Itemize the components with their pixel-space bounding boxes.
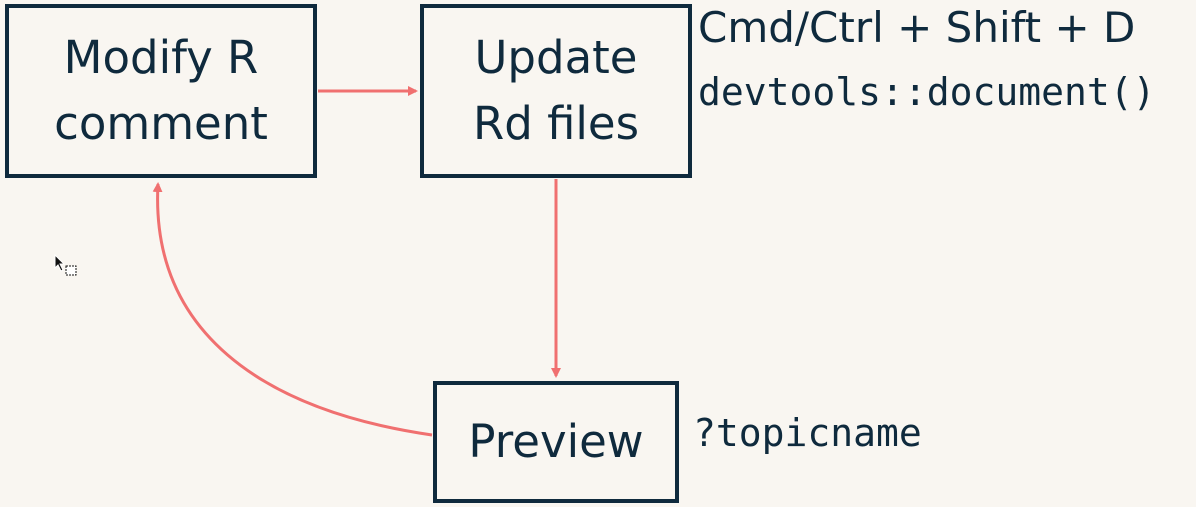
- modify-r-comment-node: Modify R comment: [5, 4, 317, 178]
- update-node-line-1: Update: [474, 31, 638, 84]
- preview-node: Preview: [433, 381, 679, 503]
- arrow-preview-to-modify: [152, 182, 433, 437]
- arrow-with-copy-cursor-icon: [54, 254, 77, 276]
- update-node-line-2: Rd files: [472, 97, 640, 150]
- keyboard-shortcut-note: Cmd/Ctrl + Shift + D: [698, 3, 1136, 52]
- document-command-note: devtools::document(): [698, 70, 1156, 114]
- preview-node-label: Preview: [468, 415, 644, 468]
- help-topic-note: ?topicname: [693, 411, 922, 455]
- modify-node-line-2: comment: [54, 97, 268, 150]
- update-rd-files-node: Update Rd files: [420, 4, 692, 178]
- modify-node-line-1: Modify R: [63, 31, 259, 84]
